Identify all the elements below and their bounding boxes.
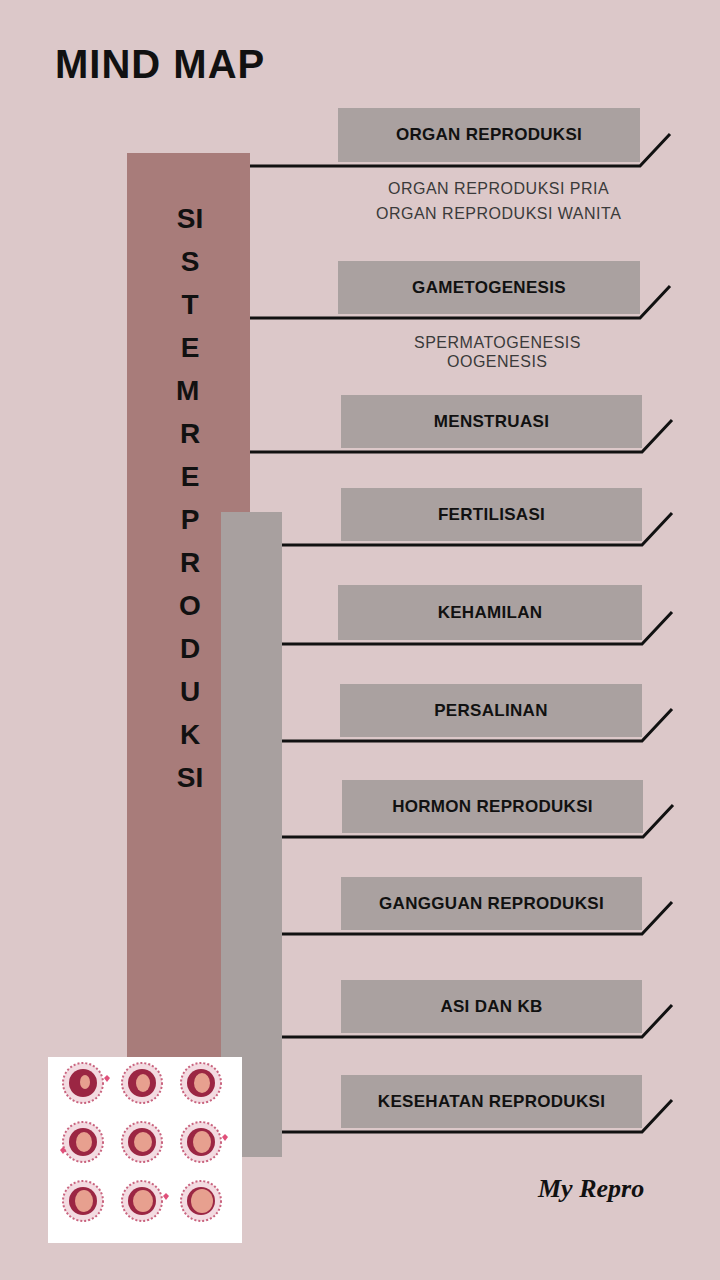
node-text: GANGGUAN REPRODUKSI (379, 894, 604, 914)
node-text: ASI DAN KB (440, 997, 542, 1017)
node-text: MENSTRUASI (434, 412, 549, 432)
node-text: HORMON REPRODUKSI (392, 797, 593, 817)
subtopic-label: ORGAN REPRODUKSI WANITA (376, 204, 621, 224)
subtopic-label: OOGENESIS (447, 352, 548, 372)
node-text: FERTILISASI (438, 505, 545, 525)
topic-box: FERTILISASI (341, 488, 642, 541)
node-text: KEHAMILAN (438, 603, 543, 623)
subtopic-label: ORGAN REPRODUKSI PRIA (388, 179, 609, 199)
subtopic-label: SPERMATOGENESIS (414, 333, 581, 353)
node-text: KESEHATAN REPRODUKSI (378, 1092, 605, 1112)
topic-box: ORGAN REPRODUKSI (338, 108, 640, 162)
topic-box: KESEHATAN REPRODUKSI (341, 1075, 642, 1128)
fetus-illustration (48, 1057, 242, 1243)
title: MIND MAP (55, 42, 265, 87)
topic-box: GANGGUAN REPRODUKSI (341, 877, 642, 930)
topic-box: MENSTRUASI (341, 395, 642, 448)
topic-box: ASI DAN KB (341, 980, 642, 1033)
topic-box: HORMON REPRODUKSI (342, 780, 643, 833)
node-text: GAMETOGENESIS (412, 278, 566, 298)
node-text: PERSALINAN (434, 701, 548, 721)
topic-box: GAMETOGENESIS (338, 261, 640, 314)
topic-box: PERSALINAN (340, 684, 642, 737)
central-band: SISTEM REPRODUKSI (127, 153, 250, 1057)
topic-box: KEHAMILAN (338, 585, 642, 640)
signature: My Repro (538, 1174, 644, 1204)
node-text: SISTEM REPRODUKSI (176, 197, 204, 799)
node-text: ORGAN REPRODUKSI (396, 125, 582, 145)
